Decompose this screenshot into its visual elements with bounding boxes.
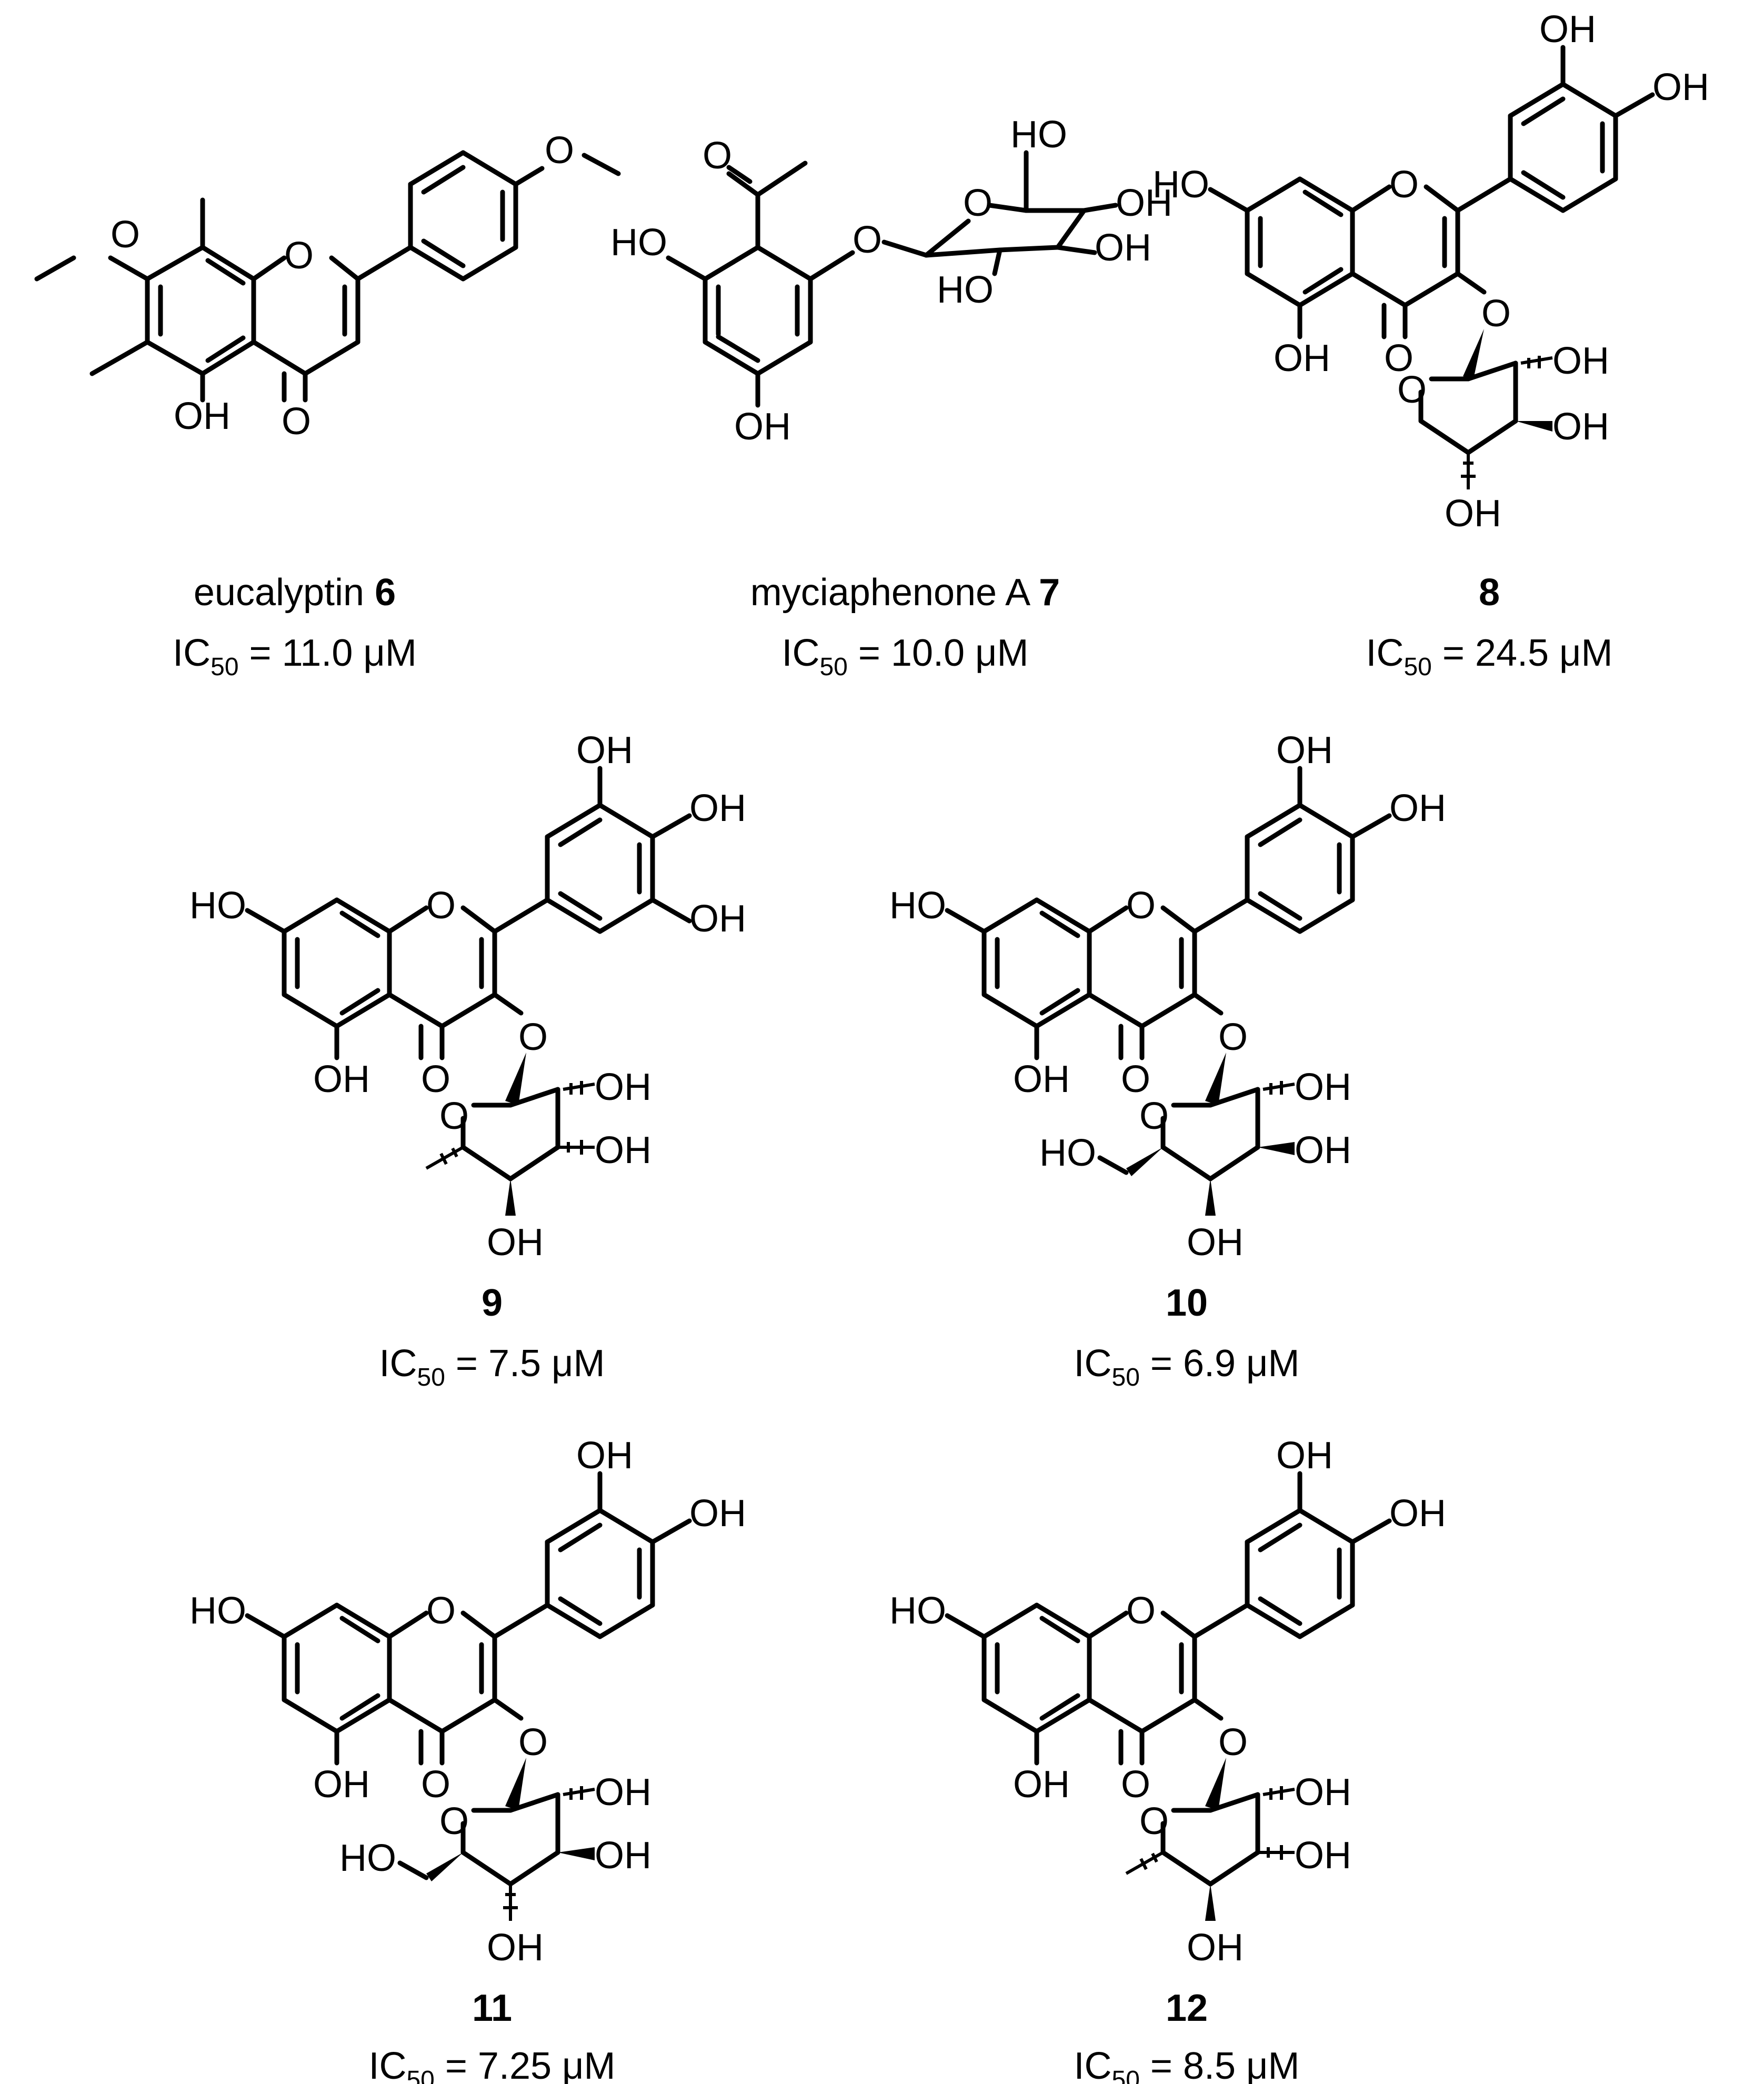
structure-9: HO OH O O O O OH OH OH OH OH OH <box>189 729 746 1264</box>
atom-oh-3p-9: OH <box>576 729 633 772</box>
atom-ho-7-10: HO <box>889 885 946 927</box>
atom-oh-5-8: OH <box>1274 337 1330 379</box>
caption-ic50-12: IC50 = 8.5 μM <box>1074 2045 1300 2084</box>
atom-o-ring-10: O <box>1126 885 1156 927</box>
atom-o-ring-11: O <box>426 1590 456 1632</box>
atom-o-keto-10: O <box>1121 1058 1150 1100</box>
atom-o-keto-8: O <box>1384 337 1414 379</box>
atom-o-ring-12: O <box>1126 1590 1156 1632</box>
atom-ho-7-9: HO <box>189 885 246 927</box>
atom-o-glyco-11: O <box>518 1721 548 1764</box>
atom-oh-5-10: OH <box>1013 1058 1070 1100</box>
caption-ic50-8: IC50 = 24.5 μM <box>1366 632 1612 681</box>
caption-name-7: myciaphenone A 7 <box>750 572 1060 614</box>
atom-oh-5-9: OH <box>313 1058 370 1100</box>
atom-oh-3-sugar-11: OH <box>595 1835 652 1877</box>
atom-oh-3p-10: OH <box>1276 729 1333 772</box>
atom-oh-2-sugar-8: OH <box>1552 340 1609 382</box>
caption-name-6: eucalyptin 6 <box>194 572 396 614</box>
atom-oh-5-11: OH <box>313 1764 370 1806</box>
atom-oh-4-sugar-11: OH <box>487 1927 544 1969</box>
atom-oh-2-sugar-12: OH <box>1295 1771 1351 1814</box>
atom-o-ring-9: O <box>426 885 456 927</box>
atom-oh-5p-9: OH <box>689 898 746 940</box>
structure-6: O O O OH O <box>34 129 621 443</box>
atom-ho-ch2-10: HO <box>1039 1132 1096 1174</box>
atom-oh-2-sugar-11: OH <box>595 1771 652 1814</box>
caption-ic50-6: IC50 = 11.0 μM <box>173 632 417 681</box>
atom-oh-3-sugar-9: OH <box>595 1129 652 1171</box>
caption-name-12: 12 <box>1166 1987 1208 2029</box>
atom-o-methoxy-6: O <box>111 214 140 256</box>
atom-o-sugar-11: O <box>439 1800 469 1842</box>
caption-name-10: 10 <box>1166 1282 1208 1324</box>
atom-o-sugar-12: O <box>1139 1800 1169 1842</box>
atom-oh-4p-8: OH <box>1652 66 1709 108</box>
atom-oh-4p-11: OH <box>689 1492 746 1535</box>
structure-11: HO OH O O O O OH OH OH HO OH OH <box>189 1435 746 1969</box>
atom-oh-3-sugar-10: OH <box>1295 1129 1351 1171</box>
atom-o-glyco-12: O <box>1218 1721 1248 1764</box>
atom-ho-ch2-11: HO <box>339 1837 396 1879</box>
atom-oh-4p-12: OH <box>1389 1492 1446 1535</box>
caption-ic50-9: IC50 = 7.5 μM <box>379 1342 605 1391</box>
atom-o-ring-6: O <box>284 235 314 277</box>
atom-oh-para-7: OH <box>734 406 791 448</box>
structure-12: HO OH O O O O OH OH OH OH OH <box>889 1435 1446 1969</box>
atom-oh-2-sugar-10: OH <box>1295 1066 1351 1108</box>
caption-ic50-11: IC50 = 7.25 μM <box>368 2045 615 2084</box>
atom-ho-7-12: HO <box>889 1590 946 1632</box>
atom-oh-4-sugar-8: OH <box>1445 493 1501 535</box>
atom-oh-3p-12: OH <box>1276 1435 1333 1477</box>
atom-ho-7-11: HO <box>189 1590 246 1632</box>
atom-o-sugar-9: O <box>439 1095 469 1137</box>
caption-ic50-10: IC50 = 6.9 μM <box>1074 1342 1300 1391</box>
atom-o-glyco-9: O <box>518 1016 548 1058</box>
atom-oh-4-7: OH <box>1116 182 1172 224</box>
caption-ic50-7: IC50 = 10.0 μM <box>781 632 1028 681</box>
atom-o-keto-12: O <box>1121 1764 1150 1806</box>
atom-ho-7: HO <box>610 222 667 264</box>
structure-10: HO OH O O O O OH OH OH HO OH OH <box>889 729 1446 1264</box>
atom-o-methoxy-b-6: O <box>545 129 574 172</box>
atom-oh-3-7: OH <box>1095 227 1151 269</box>
atom-o-keto-9: O <box>421 1058 450 1100</box>
atom-oh-5-12: OH <box>1013 1764 1070 1806</box>
caption-name-9: 9 <box>482 1282 503 1324</box>
atom-oh-5-6: OH <box>174 395 230 437</box>
atom-oh-4-sugar-10: OH <box>1187 1221 1244 1264</box>
atom-o-keto-11: O <box>421 1764 450 1806</box>
atom-o-keto-6: O <box>282 400 311 443</box>
atom-o-ring-8: O <box>1389 164 1419 206</box>
caption-name-8: 8 <box>1479 572 1500 614</box>
structure-8: HO OH O O O O OH OH OH OH OH <box>1152 8 1709 535</box>
atom-oh-3-sugar-8: OH <box>1552 406 1609 448</box>
atom-o-glyco-7: O <box>853 219 882 261</box>
atom-o-sugar-8: O <box>1397 369 1427 411</box>
atom-ho-7-8: HO <box>1152 164 1209 206</box>
atom-ho-2-7: HO <box>937 269 994 311</box>
structure-7: O HO OH O O HO OH OH HO <box>610 114 1172 448</box>
atom-o-sugar-7: O <box>963 182 993 224</box>
atom-ho-ch2-7: HO <box>1010 114 1067 156</box>
atom-o-acetyl-7: O <box>703 135 732 177</box>
caption-name-11: 11 <box>472 1987 512 2029</box>
atom-oh-4p-10: OH <box>1389 787 1446 829</box>
atom-oh-4p-9: OH <box>689 787 746 829</box>
atom-oh-4-sugar-12: OH <box>1187 1927 1244 1969</box>
atom-oh-2-sugar-9: OH <box>595 1066 652 1108</box>
atom-oh-4-sugar-9: OH <box>487 1221 544 1264</box>
atom-oh-3-sugar-12: OH <box>1295 1835 1351 1877</box>
atom-o-sugar-10: O <box>1139 1095 1169 1137</box>
atom-oh-3p-11: OH <box>576 1435 633 1477</box>
atom-o-glyco-10: O <box>1218 1016 1248 1058</box>
atom-oh-3p-8: OH <box>1539 8 1596 51</box>
atom-o-glyco-8: O <box>1481 293 1511 335</box>
